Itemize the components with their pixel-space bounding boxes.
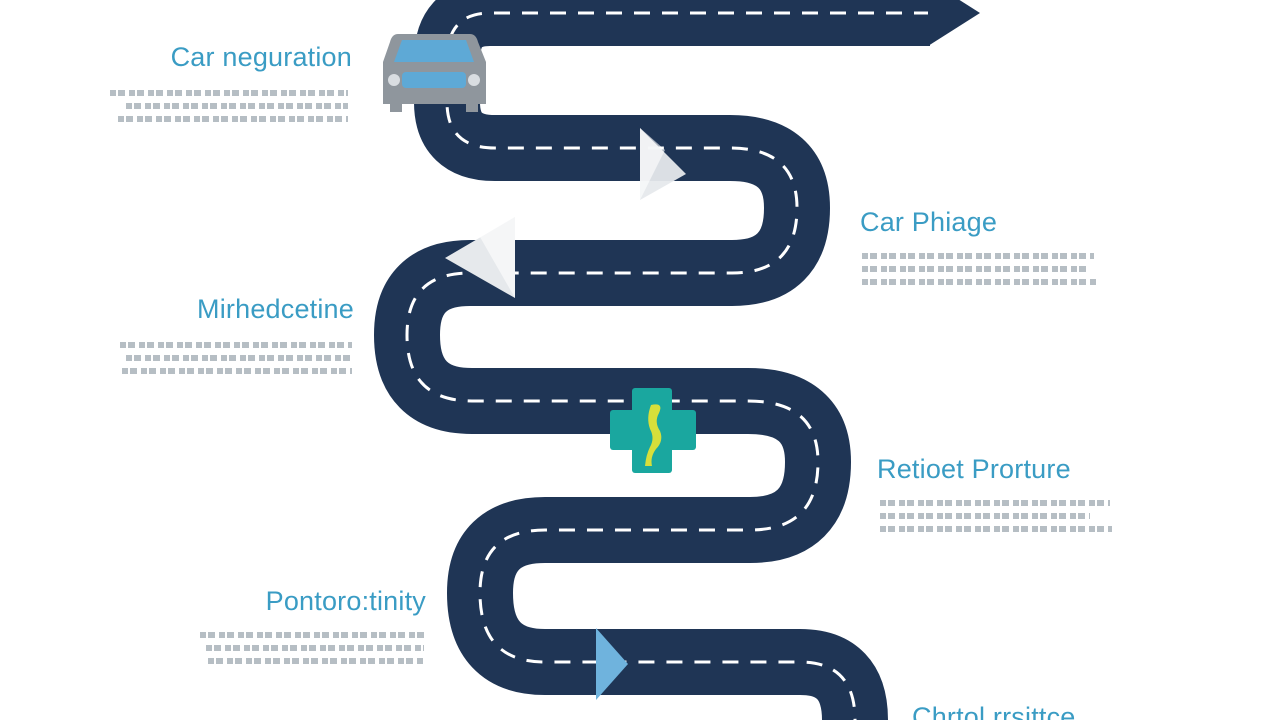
step-title-4: Retioet Prorture bbox=[877, 454, 1071, 484]
car-icon bbox=[383, 34, 486, 112]
step-description-4 bbox=[880, 500, 1112, 532]
step-description-1 bbox=[110, 90, 348, 122]
step-title-1: Car neguration bbox=[170, 42, 352, 72]
step-title-3: Mirhedcetine bbox=[197, 294, 354, 324]
step-title-2: Car Phiage bbox=[860, 207, 998, 237]
step-description-5 bbox=[200, 632, 424, 664]
medical-cross-icon bbox=[610, 388, 696, 473]
road-arrowhead bbox=[928, 0, 980, 46]
step-title-6: Chrtol rrsittce bbox=[912, 702, 1076, 720]
arrow-icon bbox=[445, 217, 515, 298]
arrow-icon bbox=[596, 628, 628, 700]
arrow-icon bbox=[640, 128, 686, 200]
winding-road bbox=[374, 0, 930, 720]
step-title-5: Pontoro:tinity bbox=[265, 586, 426, 616]
step-description-2 bbox=[862, 253, 1096, 285]
road-lane-marking bbox=[405, 11, 930, 720]
step-description-3 bbox=[120, 342, 352, 374]
